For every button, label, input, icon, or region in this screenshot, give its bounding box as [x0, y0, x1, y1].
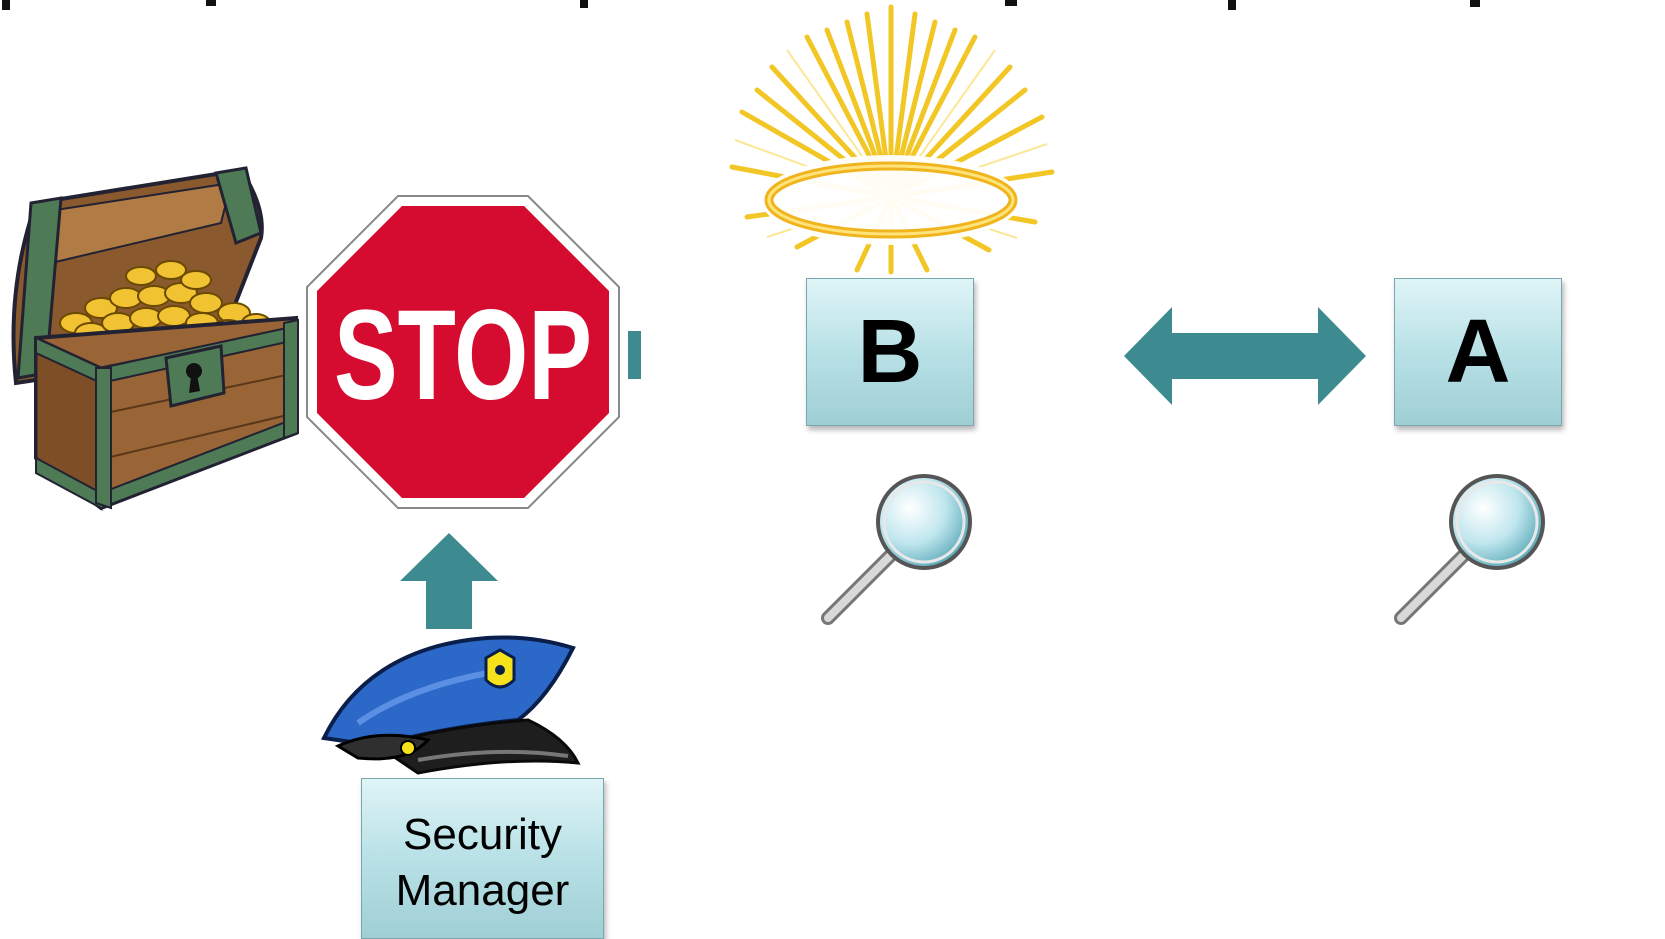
double-arrow-icon	[1124, 307, 1366, 405]
node-a-label: A	[1445, 302, 1511, 402]
node-security-manager: Security Manager	[361, 778, 604, 939]
node-a: A	[1394, 278, 1562, 426]
magnifier-icon	[820, 472, 980, 630]
node-b: B	[806, 278, 974, 426]
stop-sign-text: STOP	[334, 284, 592, 427]
security-manager-line2: Manager	[395, 866, 570, 915]
stop-sign-icon: STOP	[305, 194, 621, 510]
magnifier-icon	[1393, 472, 1553, 630]
treasure-chest-icon	[6, 166, 302, 518]
up-arrow-icon	[400, 533, 498, 629]
top-text-fragment-strokes	[2, 0, 1480, 10]
node-b-label: B	[857, 302, 923, 402]
top-text-fragment	[0, 0, 1665, 16]
security-manager-line1: Security	[403, 810, 562, 859]
teal-stub	[628, 331, 641, 379]
halo-icon	[727, 2, 1055, 275]
police-cap-icon	[318, 628, 581, 778]
